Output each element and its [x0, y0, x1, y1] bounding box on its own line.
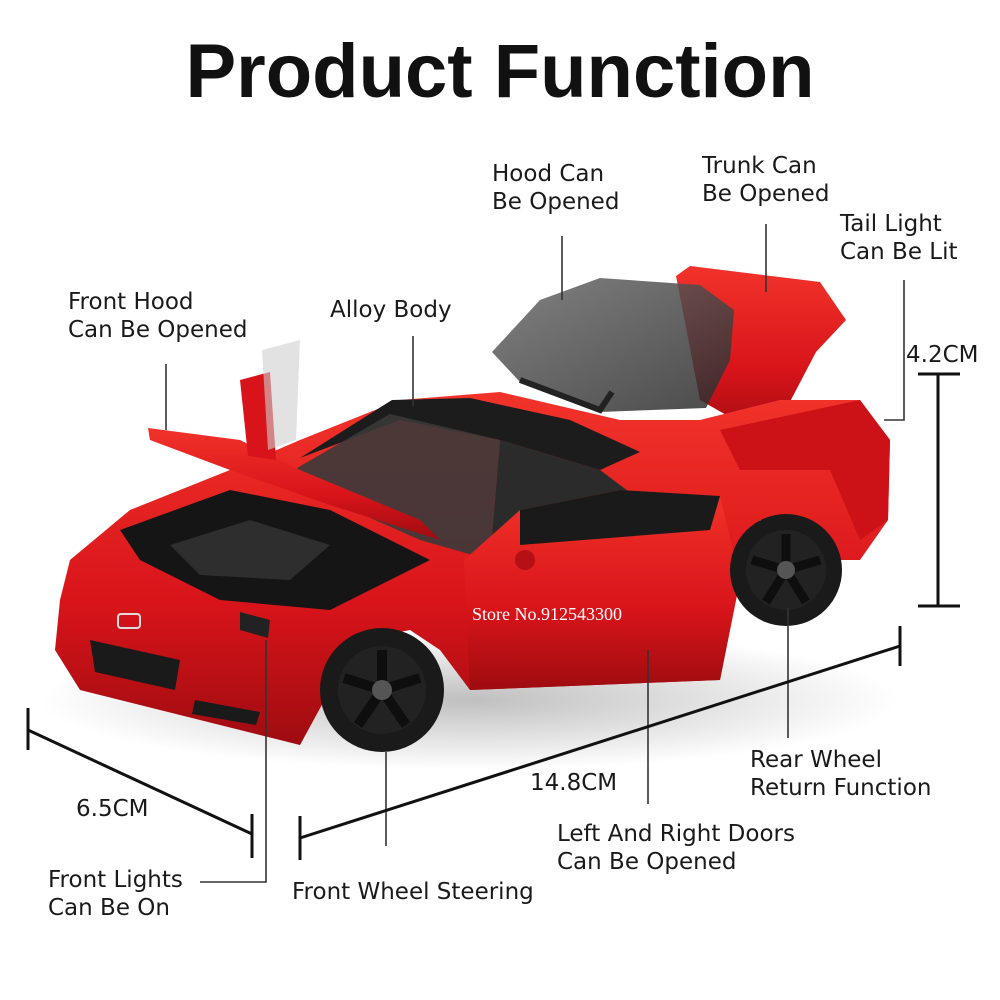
callout-trunk-line1: Trunk Can — [702, 153, 817, 179]
length-dimension-label: 14.8CM — [530, 770, 618, 796]
width-dimension-label: 6.5CM — [76, 796, 149, 822]
rear-fender — [720, 400, 890, 540]
callout-rear-wheel-line2: Return Function — [750, 775, 932, 801]
leader-front-lights — [200, 640, 267, 883]
rear-wheel — [730, 514, 842, 626]
store-watermark: Store No.912543300 — [472, 604, 622, 624]
leader-tail-light — [884, 280, 905, 421]
callout-tail-light: Tail Light Can Be Lit — [840, 210, 958, 266]
front-grille — [90, 640, 180, 690]
callout-hood-line2: Be Opened — [492, 189, 620, 215]
callout-front-hood-line1: Front Hood — [68, 289, 194, 315]
windshield — [280, 414, 500, 560]
callout-front-wheel: Front Wheel Steering — [292, 878, 534, 906]
callout-front-hood: Front Hood Can Be Opened — [68, 288, 247, 344]
callout-hood: Hood Can Be Opened — [492, 160, 619, 216]
height-dimension-label: 4.2CM — [906, 342, 979, 368]
callout-doors: Left And Right Doors Can Be Opened — [557, 820, 795, 876]
length-dimension-line — [298, 626, 902, 860]
raised-glass-hood — [492, 278, 734, 412]
callout-front-lights-line1: Front Lights — [48, 867, 183, 893]
callout-rear-wheel: Rear Wheel Return Function — [750, 746, 931, 802]
width-dimension-line — [26, 708, 254, 858]
page-title: Product Function — [185, 29, 815, 114]
callout-tail-light-line1: Tail Light — [840, 211, 942, 237]
front-wheel — [320, 628, 444, 752]
callout-hood-line1: Hood Can — [492, 161, 605, 187]
callout-alloy-body: Alloy Body — [330, 296, 452, 324]
callout-front-wheel-line1: Front Wheel Steering — [292, 879, 534, 905]
callout-front-lights: Front Lights Can Be On — [48, 866, 183, 922]
front-hood-flap — [148, 428, 440, 540]
callout-rear-wheel-line1: Rear Wheel — [750, 747, 882, 773]
callout-tail-light-line2: Can Be Lit — [840, 239, 958, 265]
callout-doors-line2: Can Be Opened — [557, 849, 737, 875]
callout-trunk-line2: Be Opened — [702, 181, 830, 207]
callout-front-hood-line2: Can Be Opened — [68, 317, 248, 343]
headlight-right — [240, 612, 270, 638]
callout-alloy-body-line1: Alloy Body — [330, 297, 452, 323]
front-badge — [117, 613, 141, 629]
callout-trunk: Trunk Can Be Opened — [702, 152, 829, 208]
callout-front-lights-line2: Can Be On — [48, 895, 170, 921]
callout-doors-line1: Left And Right Doors — [557, 821, 795, 847]
height-dimension-line — [918, 372, 960, 608]
